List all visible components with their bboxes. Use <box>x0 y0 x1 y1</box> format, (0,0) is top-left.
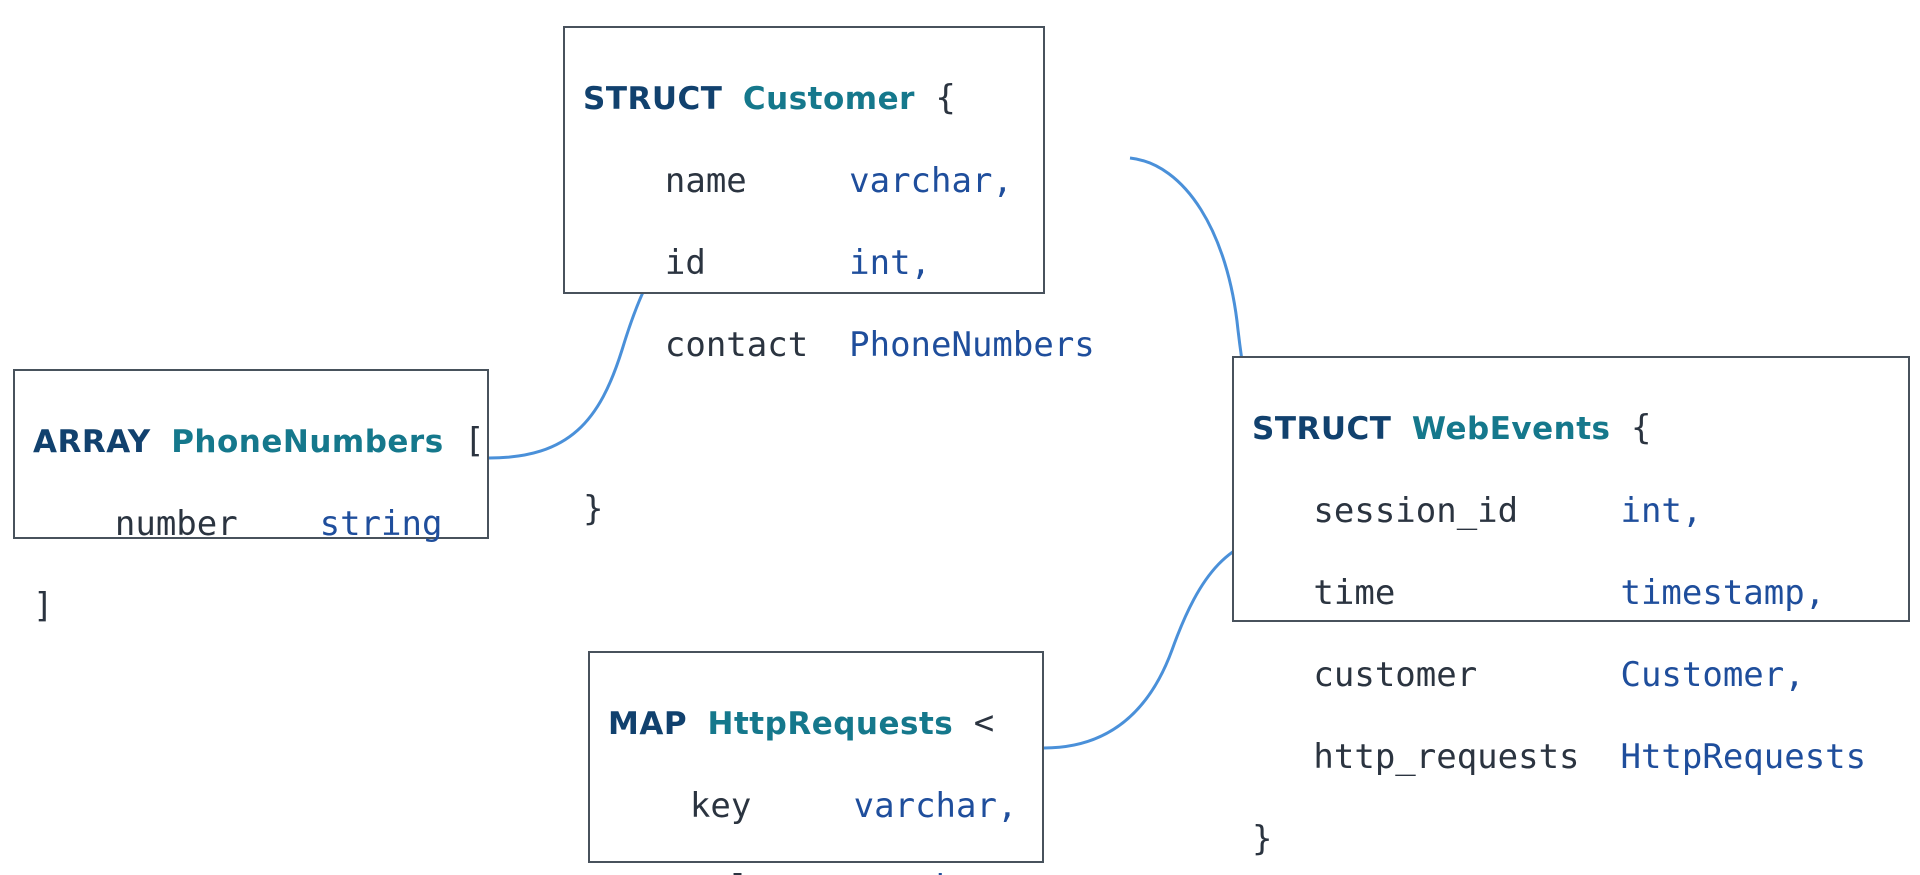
type-box-httprequests[interactable]: MAP HttpRequests < key varchar, value va… <box>588 651 1044 875</box>
phonenumbers-field-name-0: number <box>114 504 238 544</box>
type-box-customer-content: STRUCT Customer { name varchar, id int, … <box>583 38 1095 569</box>
webevents-close-brace: } <box>1252 819 1273 859</box>
webevents-field-name-0: session_id <box>1313 491 1519 531</box>
webevents-open-brace: { <box>1630 408 1652 448</box>
webevents-field-name-1: time <box>1313 573 1396 613</box>
webevents-field-row: session_id int, <box>1252 489 1866 533</box>
webevents-field-row: time timestamp, <box>1252 571 1866 615</box>
phonenumbers-field-row: number string <box>33 502 485 546</box>
customer-field-name-0: name <box>664 161 747 201</box>
webevents-field-row: customer Customer, <box>1252 653 1866 697</box>
webevents-type-name: WebEvents <box>1411 411 1611 447</box>
customer-field-row: id int, <box>583 241 1095 285</box>
httprequests-open-angle: < <box>973 703 995 743</box>
httprequests-field-type-1: varchar <box>854 868 997 875</box>
type-box-webevents-content: STRUCT WebEvents { session_id int, time … <box>1252 368 1866 875</box>
phonenumbers-header-line: ARRAY PhoneNumbers [ <box>33 419 485 464</box>
httprequests-header-line: MAP HttpRequests < <box>608 701 1017 746</box>
customer-header-line: STRUCT Customer { <box>583 76 1095 121</box>
customer-field-name-1: id <box>664 243 706 283</box>
webevents-field-name-2: customer <box>1313 655 1478 695</box>
phonenumbers-field-type-0: string <box>319 504 443 544</box>
customer-field-row: contact PhoneNumbers <box>583 323 1095 367</box>
phonenumbers-keyword: ARRAY <box>33 424 151 460</box>
webevents-field-type-2: Customer, <box>1620 655 1805 695</box>
customer-close-brace: } <box>583 489 604 529</box>
phonenumbers-type-name: PhoneNumbers <box>171 424 444 460</box>
webevents-header-line: STRUCT WebEvents { <box>1252 406 1866 451</box>
type-box-phonenumbers-content: ARRAY PhoneNumbers [ number string ] <box>33 381 485 666</box>
httprequests-field-name-1: value <box>690 868 792 875</box>
phonenumbers-close-bracket: ] <box>33 586 54 626</box>
phonenumbers-open-bracket: [ <box>464 421 485 461</box>
customer-field-type-1: int, <box>849 243 932 283</box>
webevents-field-type-1: timestamp, <box>1620 573 1826 613</box>
httprequests-type-name: HttpRequests <box>707 706 954 742</box>
webevents-field-type-3: HttpRequests <box>1620 737 1867 777</box>
webevents-field-name-3: http_requests <box>1313 737 1580 777</box>
type-box-customer[interactable]: STRUCT Customer { name varchar, id int, … <box>563 26 1095 529</box>
customer-close-line: } <box>583 487 1095 531</box>
customer-open-brace: { <box>935 78 956 118</box>
type-box-phonenumbers[interactable]: ARRAY PhoneNumbers [ number string ] <box>13 369 489 626</box>
httprequests-keyword: MAP <box>608 706 688 742</box>
webevents-keyword: STRUCT <box>1252 411 1392 447</box>
customer-field-type-2: PhoneNumbers <box>849 325 1095 365</box>
type-box-httprequests-content: MAP HttpRequests < key varchar, value va… <box>608 663 1017 875</box>
webevents-field-row: http_requests HttpRequests <box>1252 735 1866 779</box>
httprequests-field-row: value varchar <box>608 866 1017 875</box>
httprequests-field-row: key varchar, <box>608 784 1018 828</box>
customer-spacer-line <box>583 405 1095 449</box>
phonenumbers-close-line: ] <box>33 584 485 628</box>
webevents-close-line: } <box>1252 817 1866 861</box>
customer-field-type-0: varchar, <box>849 161 1013 201</box>
type-box-webevents[interactable]: STRUCT WebEvents { session_id int, time … <box>1232 356 1910 859</box>
customer-keyword: STRUCT <box>583 81 723 117</box>
customer-field-row: name varchar, <box>583 159 1095 203</box>
customer-field-name-2: contact <box>664 325 809 365</box>
httprequests-field-name-0: key <box>689 786 752 826</box>
webevents-field-type-0: int, <box>1620 491 1703 531</box>
httprequests-field-type-0: varchar, <box>853 786 1018 826</box>
customer-type-name: Customer <box>742 81 915 117</box>
